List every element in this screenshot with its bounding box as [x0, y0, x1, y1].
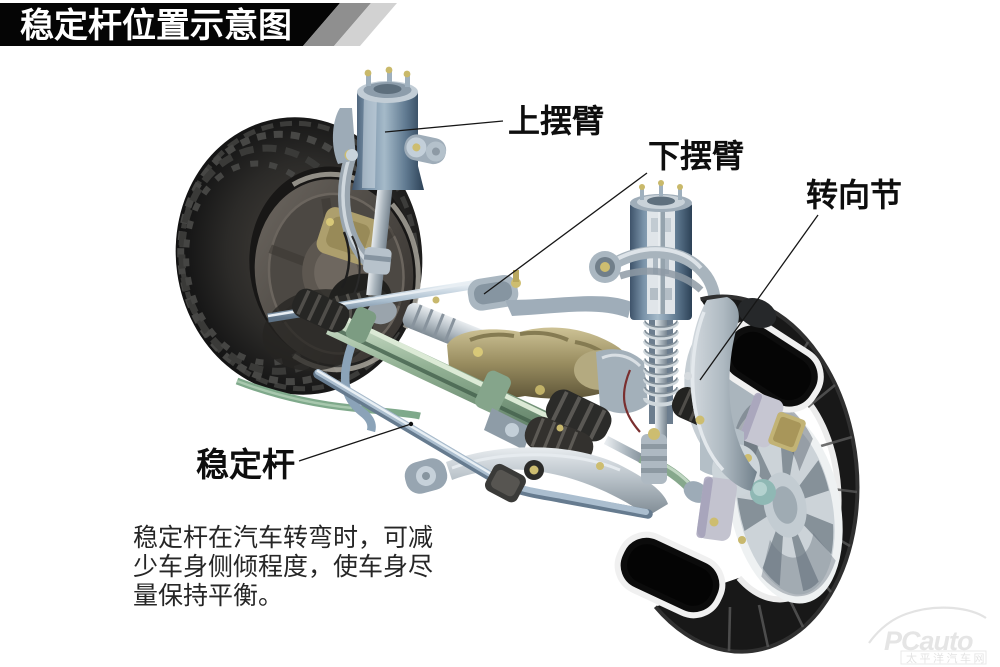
svg-text:稳定杆位置示意图: 稳定杆位置示意图 — [20, 7, 292, 45]
svg-text:太平洋汽车网: 太平洋汽车网 — [906, 651, 987, 665]
svg-text:下摆臂: 下摆臂 — [648, 138, 744, 174]
svg-text:转向节: 转向节 — [806, 177, 902, 213]
svg-text:上摆臂: 上摆臂 — [508, 103, 604, 139]
svg-text:量保持平衡。: 量保持平衡。 — [133, 582, 283, 610]
svg-text:稳定杆在汽车转弯时，可减: 稳定杆在汽车转弯时，可减 — [133, 524, 433, 552]
svg-text:少车身侧倾程度，使车身尽: 少车身侧倾程度，使车身尽 — [133, 553, 433, 581]
svg-text:稳定杆: 稳定杆 — [196, 446, 295, 483]
